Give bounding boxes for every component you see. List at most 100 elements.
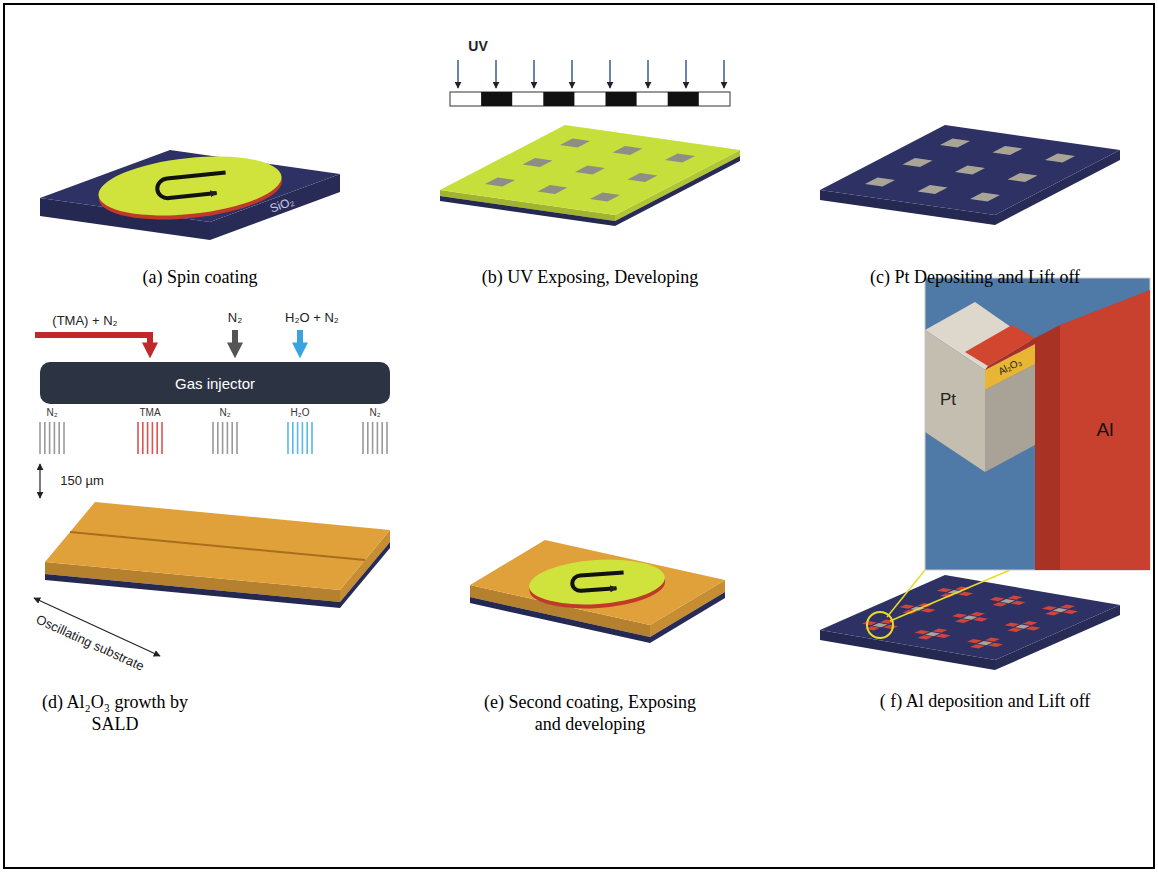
al-electrode: [970, 644, 985, 648]
gas-outlet-stream: [161, 422, 163, 454]
al-electrode: [1008, 596, 1023, 600]
al-electrode: [993, 602, 1008, 606]
uv-ray: [495, 60, 497, 88]
al-electrode: [985, 638, 1000, 642]
resist-opening: [590, 193, 620, 202]
photomask: [450, 92, 730, 106]
resist-opening: [613, 146, 643, 155]
al-electrode: [1011, 601, 1026, 605]
uv-ray: [723, 60, 725, 88]
mask-opaque: [543, 92, 574, 106]
al-electrode: [936, 634, 951, 638]
pt-pad: [918, 185, 948, 194]
al-electrode: [988, 643, 1003, 647]
gap-dimension: [39, 464, 40, 498]
al-electrode: [990, 597, 1005, 601]
gas-outlet-stream: [44, 422, 46, 454]
uv-ray: [647, 60, 649, 88]
uv-ray: [685, 60, 687, 88]
gas-outlet-stream: [381, 422, 383, 454]
gas-outlet-stream: [292, 422, 294, 454]
al-electrode: [1026, 626, 1041, 630]
gas-outlet-stream: [63, 422, 65, 454]
outlet-label: TMA: [139, 407, 160, 419]
al-electrode: [1045, 611, 1060, 615]
gas-outlet-stream: [49, 422, 51, 454]
step-caption: (d) Al₂O₃ growth by SALD: [33, 692, 198, 735]
gas-outlet-stream: [152, 422, 154, 454]
pt-pad: [993, 146, 1023, 155]
gas-label: H₂O + N₂: [285, 310, 339, 326]
gas-outlet-stream: [367, 422, 369, 454]
gas-label: N₂: [228, 310, 242, 326]
gas-label: (TMA) + N₂: [52, 313, 117, 329]
uv-ray: [571, 60, 573, 88]
part-label: Pt: [940, 390, 956, 410]
step-caption: (b) UV Exposing, Developing: [482, 267, 699, 289]
outlet-label: N₂: [369, 407, 380, 419]
al-electrode-front: [1060, 290, 1150, 570]
mask-opaque: [668, 92, 699, 106]
al-electrode: [1060, 605, 1075, 609]
tma-feed: [35, 335, 150, 352]
pt-pad: [1045, 154, 1075, 163]
gas-outlet-stream: [227, 422, 229, 454]
al-electrode: [958, 592, 973, 596]
node-label: Gas injector: [175, 375, 255, 392]
gas-outlet-stream: [217, 422, 219, 454]
resist-layer-top: [440, 125, 740, 215]
al-electrode: [1008, 628, 1023, 632]
gas-outlet-stream: [386, 422, 388, 454]
resist-opening: [575, 166, 605, 175]
spin-coat-resist: [528, 555, 667, 612]
al-electrode: [862, 621, 877, 625]
gas-outlet-stream: [311, 422, 313, 454]
al-electrode-side: [1035, 325, 1060, 570]
dimension-label: 150 µm: [60, 473, 104, 489]
al2o3-coated-substrate-top: [45, 502, 390, 590]
motion-label: Oscillating substrate: [34, 612, 147, 675]
gas-outlet-stream: [362, 422, 364, 454]
resist-opening: [538, 185, 568, 194]
uv-ray: [609, 60, 611, 88]
pt-pad: [940, 139, 970, 148]
substrate-top: [820, 125, 1120, 215]
resist-opening: [523, 158, 553, 167]
uv-ray: [457, 60, 459, 88]
resist-opening: [665, 154, 695, 163]
pt-pad: [1008, 173, 1038, 182]
uv-label: UV: [468, 38, 487, 55]
material-label: SiO₂: [268, 194, 296, 216]
gas-outlet-stream: [231, 422, 233, 454]
pt-pad: [865, 178, 895, 187]
gas-outlet-stream: [212, 422, 214, 454]
al-electrode: [952, 614, 967, 618]
gas-outlet-stream: [287, 422, 289, 454]
al-electrode: [1023, 621, 1038, 625]
gas-injector: Gas injector: [40, 362, 390, 404]
mask-opaque: [481, 92, 512, 106]
al-electrode: [1063, 610, 1078, 614]
gas-outlet-stream: [54, 422, 56, 454]
gas-outlet-stream: [222, 422, 224, 454]
al-electrode: [937, 588, 952, 592]
gas-outlet-stream: [39, 422, 41, 454]
gas-outlet-stream: [297, 422, 299, 454]
gas-outlet-stream: [137, 422, 139, 454]
zoom-line: [890, 570, 1010, 621]
zoom-circle: [867, 612, 893, 638]
gas-outlet-stream: [302, 422, 304, 454]
h2o-feed: [297, 330, 303, 352]
al-electrode: [900, 605, 915, 609]
al-electrode: [973, 617, 988, 621]
gas-outlet-stream: [377, 422, 379, 454]
al-electrode: [933, 629, 948, 633]
pt-pad: [970, 193, 1000, 202]
resist-opening: [560, 139, 590, 148]
mask-opaque: [606, 92, 637, 106]
al-electrode: [1005, 623, 1020, 627]
al-electrode: [883, 625, 898, 629]
step-caption: (c) Pt Depositing and Lift off: [870, 267, 1080, 289]
coated-substrate-top: [470, 540, 725, 625]
